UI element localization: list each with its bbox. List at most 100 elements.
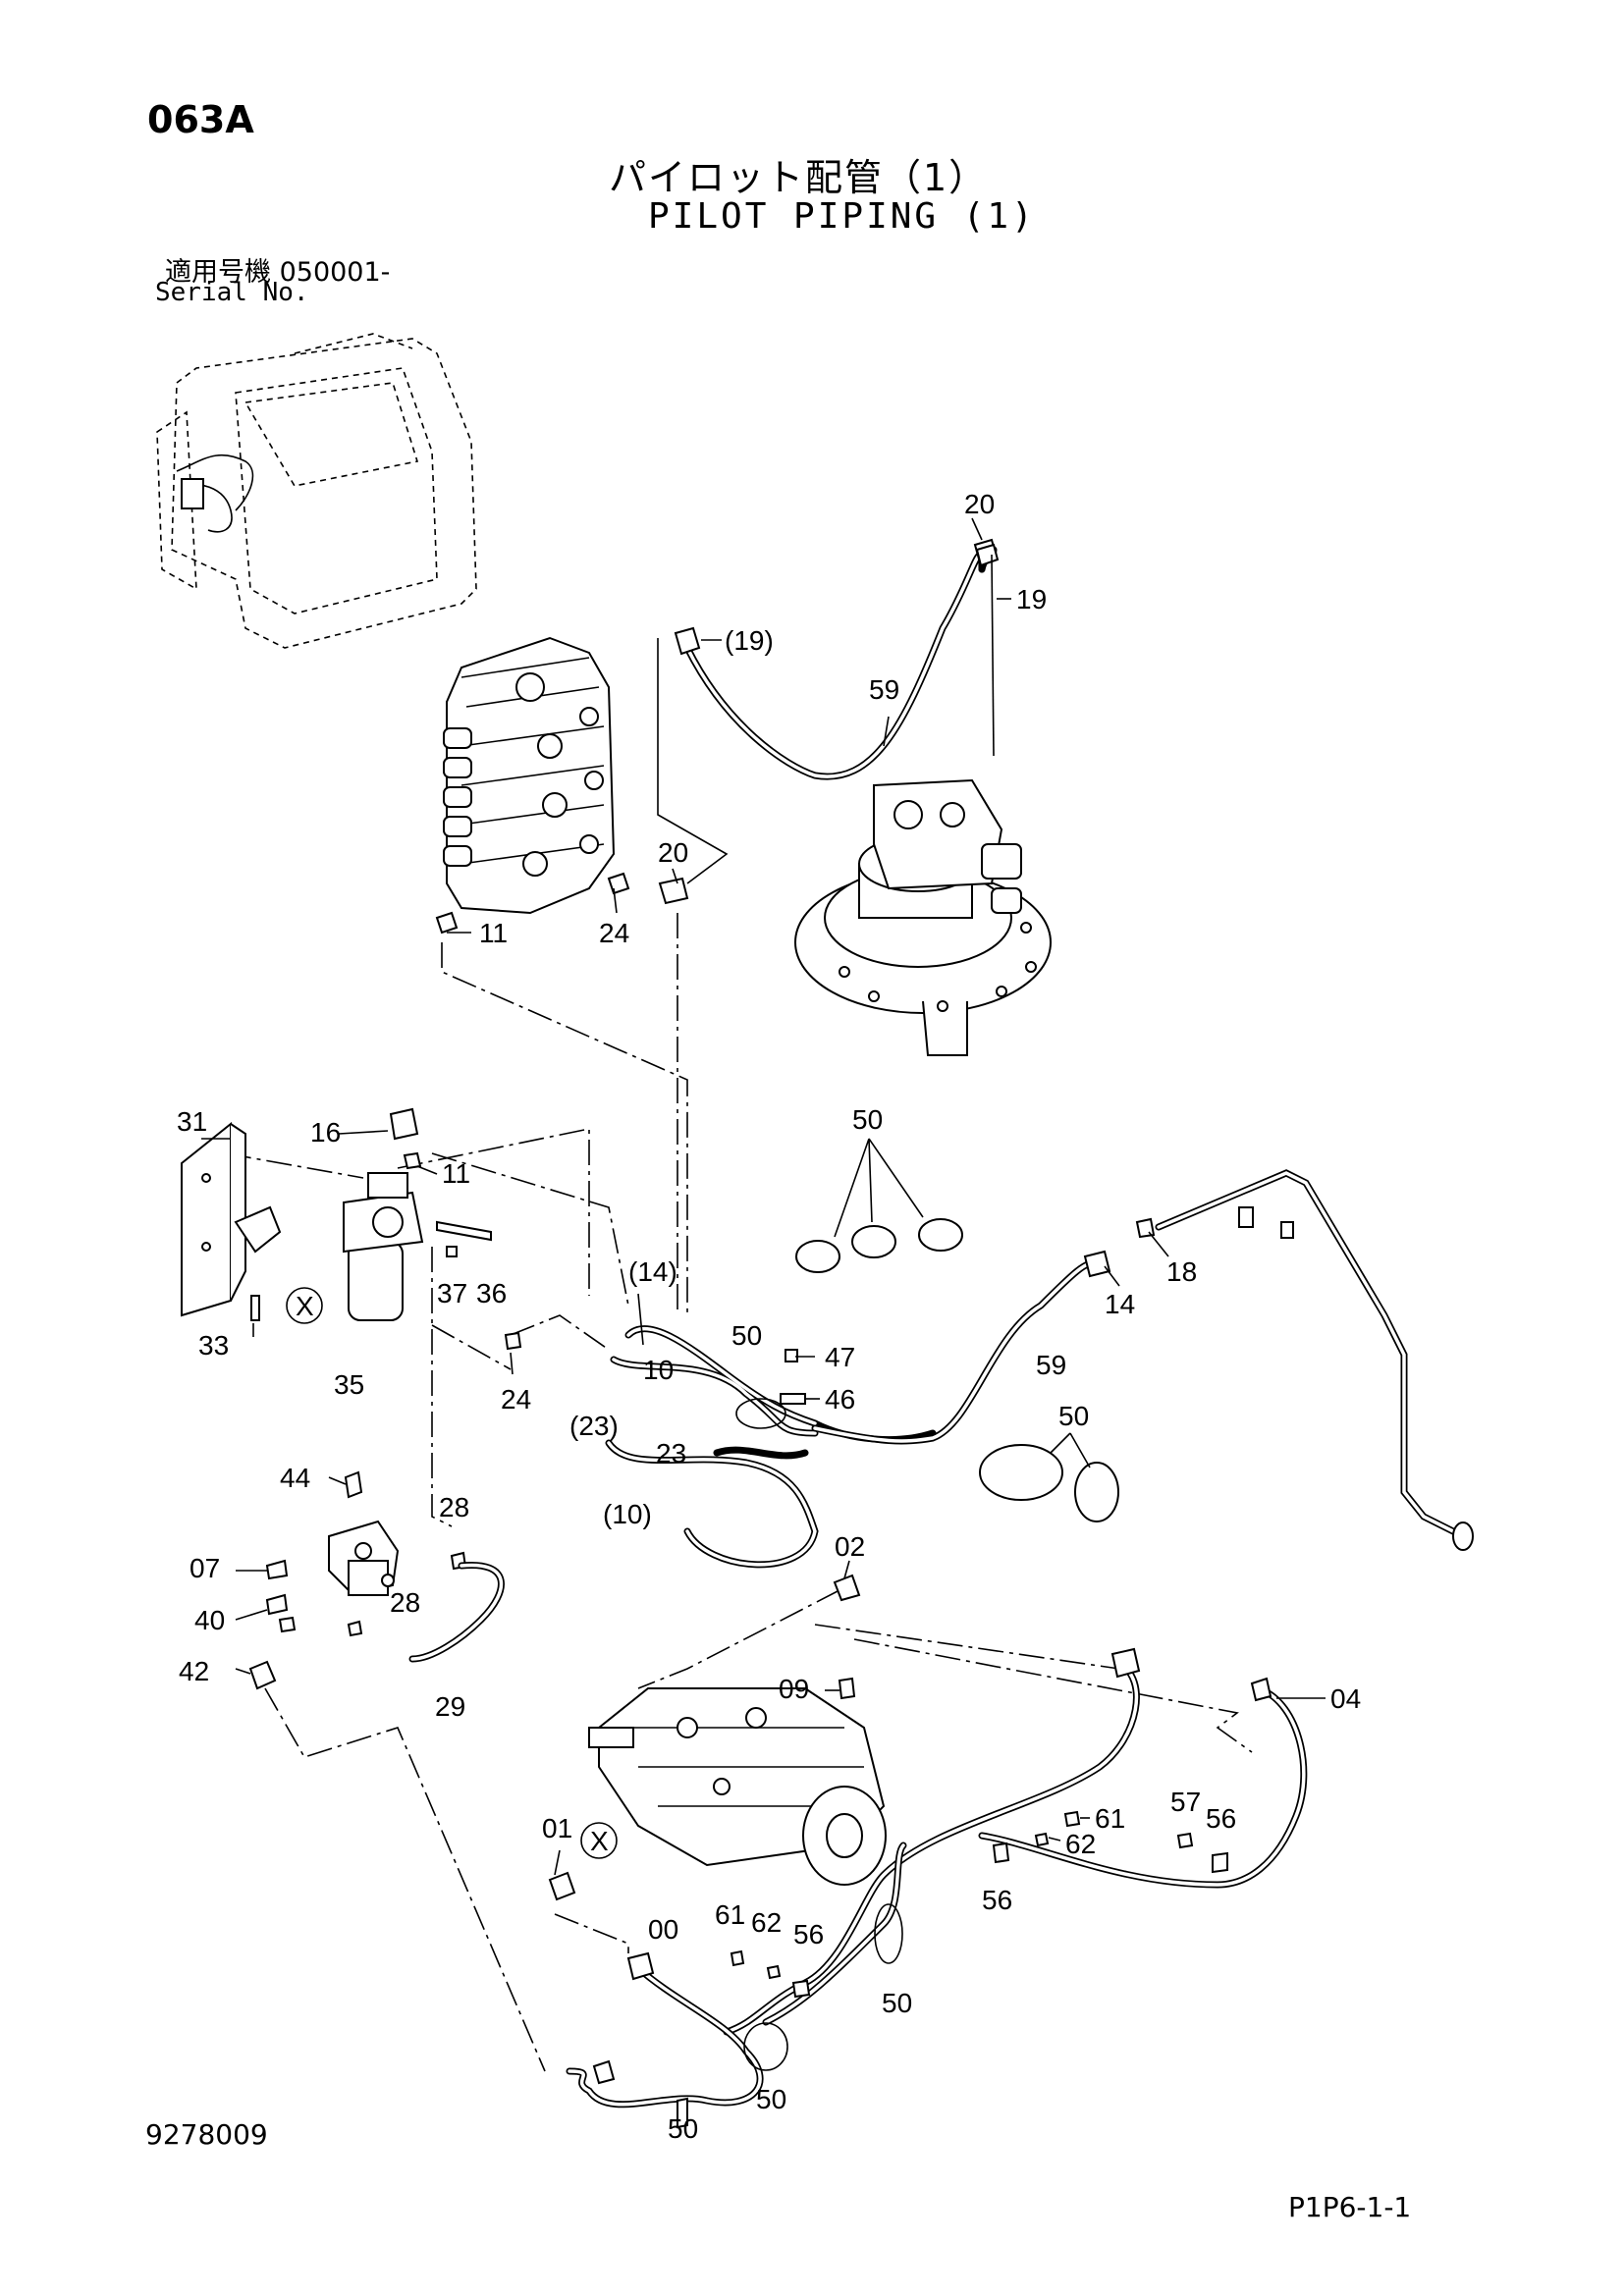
clamp-50-right-lower — [874, 1903, 903, 1964]
fitting-40b — [278, 1616, 297, 1633]
callout-59-lower: 59 — [1036, 1350, 1066, 1380]
fitting-16 — [389, 1107, 419, 1141]
filter-35-illustration — [343, 1172, 424, 1321]
callout-28-lower: 28 — [390, 1587, 420, 1618]
washer-37 — [446, 1246, 458, 1257]
pilot-pipe-right — [1155, 1169, 1474, 1551]
page-title-japanese: パイロット配管（1） — [609, 156, 989, 199]
callout-50-right: 50 — [1058, 1401, 1089, 1431]
clip-56-mid — [992, 1842, 1010, 1864]
callout-62-right: 62 — [1065, 1829, 1096, 1859]
bolt-36 — [436, 1220, 492, 1242]
fitting-20-top — [658, 877, 689, 905]
callout-20-valve: 20 — [658, 837, 688, 868]
washer-62-bottom — [766, 1964, 782, 1980]
main-pump-illustration — [588, 1687, 887, 1886]
callout-20-top: 20 — [964, 489, 995, 519]
bolt-33 — [250, 1295, 260, 1321]
callout-59-top: 59 — [869, 674, 899, 705]
fitting-hose-bottom — [592, 2059, 616, 2085]
callout-42: 42 — [179, 1656, 209, 1686]
callout-x-bottom: X — [590, 1826, 609, 1856]
callout-11-filter: 11 — [442, 1158, 470, 1189]
clamps-50-right — [979, 1432, 1119, 1522]
clamp-50-center — [735, 1398, 786, 1429]
callout-10-paren: (10) — [603, 1499, 652, 1529]
control-valve-illustration — [443, 636, 616, 915]
callout-37: 37 — [437, 1278, 467, 1308]
callout-23: 23 — [656, 1438, 686, 1468]
callout-leader-lines — [201, 517, 1326, 1876]
callout-29: 29 — [435, 1691, 465, 1722]
cab-locator-illustration — [156, 333, 477, 649]
fitting-44 — [344, 1470, 363, 1499]
view-x-marker-left — [286, 1287, 323, 1324]
washer-62 — [1034, 1832, 1050, 1847]
fitting-28-lower — [347, 1620, 363, 1637]
callout-46: 46 — [825, 1384, 855, 1415]
hose-59-upper — [683, 546, 998, 780]
leader-20-19-to-motor — [991, 554, 995, 757]
callout-02: 02 — [835, 1531, 865, 1562]
fitting-24-mid — [504, 1331, 522, 1351]
drawing-number: 9278009 — [145, 2118, 268, 2151]
plate-46 — [780, 1393, 806, 1405]
pilot-valve-illustration — [328, 1520, 400, 1597]
callout-18: 18 — [1166, 1256, 1197, 1287]
callout-16: 16 — [310, 1117, 341, 1148]
hose-59-lower — [811, 1259, 1099, 1445]
callout-x-left: X — [296, 1291, 314, 1321]
view-x-marker-bottom — [580, 1822, 618, 1859]
callout-62-bottom: 62 — [751, 1907, 782, 1938]
callout-36: 36 — [476, 1278, 507, 1308]
callout-00: 00 — [648, 1914, 678, 1945]
fitting-09 — [838, 1677, 856, 1700]
serial-label-english: Serial No. — [155, 278, 309, 307]
fitting-hose-top — [1110, 1647, 1141, 1679]
callout-24-valve: 24 — [599, 918, 629, 948]
callout-23-paren: (23) — [569, 1411, 619, 1441]
bolt-57 — [1176, 1832, 1194, 1849]
callout-07: 07 — [189, 1553, 220, 1583]
serial-label-japanese: 適用号機 050001- — [165, 257, 391, 288]
callout-10: 10 — [643, 1355, 674, 1385]
callout-44: 44 — [280, 1463, 310, 1493]
fitting-20-upper — [975, 543, 1000, 567]
page-title-english: PILOT PIPING (1) — [648, 196, 1036, 237]
fitting-01 — [548, 1871, 576, 1901]
callout-31: 31 — [177, 1106, 207, 1137]
callout-56-bottom: 56 — [793, 1919, 824, 1949]
fitting-40a — [265, 1593, 289, 1616]
bolt-47 — [785, 1349, 798, 1362]
leader-19-to-valve — [657, 638, 729, 884]
fitting-02 — [833, 1574, 861, 1602]
callout-47: 47 — [825, 1342, 855, 1372]
clip-56-bottom — [791, 1979, 811, 1999]
callout-50-cluster: 50 — [852, 1104, 883, 1135]
page-reference: P1P6-1-1 — [1288, 2191, 1412, 2223]
callout-50-center: 50 — [731, 1320, 762, 1351]
callout-33: 33 — [198, 1330, 229, 1361]
callout-50-bottom-left: 50 — [668, 2113, 698, 2144]
callout-14-paren: (14) — [628, 1256, 677, 1287]
hose-29 — [408, 1561, 505, 1663]
callout-56-mid: 56 — [982, 1885, 1012, 1915]
callout-01: 01 — [542, 1813, 572, 1843]
routing-dash-lines — [225, 913, 1253, 2072]
hose-bundle-center — [605, 1325, 937, 1569]
swing-motor-illustration — [794, 778, 1052, 1056]
callout-28-upper: 28 — [439, 1492, 469, 1522]
bolt-61-bottom — [730, 1949, 745, 1967]
fitting-00 — [626, 1951, 655, 1981]
fitting-07 — [265, 1559, 289, 1580]
callout-19-paren: (19) — [725, 625, 774, 656]
fitting-11-top — [435, 911, 459, 934]
callout-61-right: 61 — [1095, 1803, 1125, 1834]
fitting-04 — [1250, 1677, 1272, 1702]
clamps-50-cluster — [795, 1138, 963, 1273]
callout-04: 04 — [1330, 1683, 1361, 1714]
callout-50-lower-right: 50 — [882, 1988, 912, 2018]
fitting-24-top — [607, 872, 630, 895]
fitting-bottom-50 — [677, 2097, 688, 2129]
